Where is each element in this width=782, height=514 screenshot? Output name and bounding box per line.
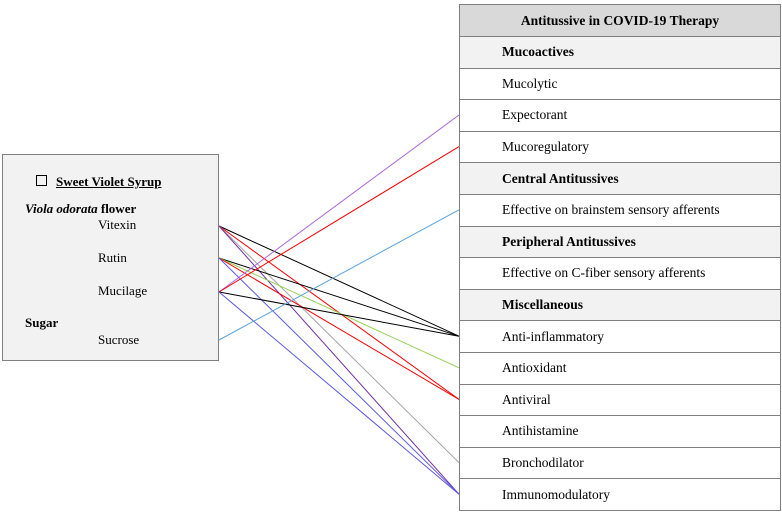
- table-item-row: Antihistamine: [460, 416, 780, 448]
- plant-name-suffix: flower: [97, 201, 137, 216]
- table-item-row: Antiviral: [460, 384, 780, 417]
- connection-line: [218, 257, 460, 400]
- table-item-row: Effective on brainstem sensory afferents: [460, 194, 780, 227]
- compound-rutin: Rutin: [98, 250, 127, 265]
- plant-name-italic: Viola odorata: [25, 201, 98, 216]
- antitussive-table: Antitussive in COVID-19 Therapy Mucoacti…: [459, 4, 781, 511]
- connection-line: [218, 225, 460, 463]
- table-item-row: Immunomodulatory: [460, 479, 780, 511]
- table-section-row: Miscellaneous: [460, 289, 780, 322]
- connection-line: [218, 114, 460, 293]
- table-item-row: Expectorant: [460, 100, 780, 132]
- table-item-row: Anti-inflammatory: [460, 321, 780, 353]
- connection-line: [218, 257, 460, 337]
- table-item-row: Bronchodilator: [460, 447, 780, 480]
- table-section-row: Mucoactives: [460, 37, 780, 69]
- sugar-heading: Sugar: [25, 315, 59, 330]
- sweet-violet-syrup-box: Sweet Violet Syrup Viola odorata flower …: [2, 154, 219, 361]
- plant-name: Viola odorata flower: [25, 201, 136, 217]
- table-item-row: Antioxidant: [460, 352, 780, 385]
- table-item-row: Mucolytic: [460, 68, 780, 101]
- syrup-title: Sweet Violet Syrup: [36, 174, 161, 190]
- table-header: Antitussive in COVID-19 Therapy: [460, 5, 780, 37]
- syrup-title-text: Sweet Violet Syrup: [56, 174, 162, 189]
- connection-line: [218, 146, 460, 293]
- compound-vitexin: Vitexin: [98, 217, 137, 232]
- table-section-row: Peripheral Antitussives: [460, 226, 780, 259]
- connection-line: [218, 291, 460, 337]
- sugar-sucrose: Sucrose: [98, 332, 140, 347]
- compound-mucilage: Mucilage: [98, 283, 148, 298]
- connection-line: [218, 225, 460, 495]
- connection-line: [218, 257, 460, 495]
- table-item-row: Mucoregulatory: [460, 131, 780, 164]
- connection-line: [218, 257, 460, 369]
- checkbox-icon: [36, 175, 47, 186]
- table-section-row: Central Antitussives: [460, 163, 780, 195]
- connection-line: [218, 291, 460, 495]
- connection-line: [218, 209, 460, 341]
- connection-line: [218, 225, 460, 337]
- table-item-row: Effective on C-fiber sensory afferents: [460, 258, 780, 290]
